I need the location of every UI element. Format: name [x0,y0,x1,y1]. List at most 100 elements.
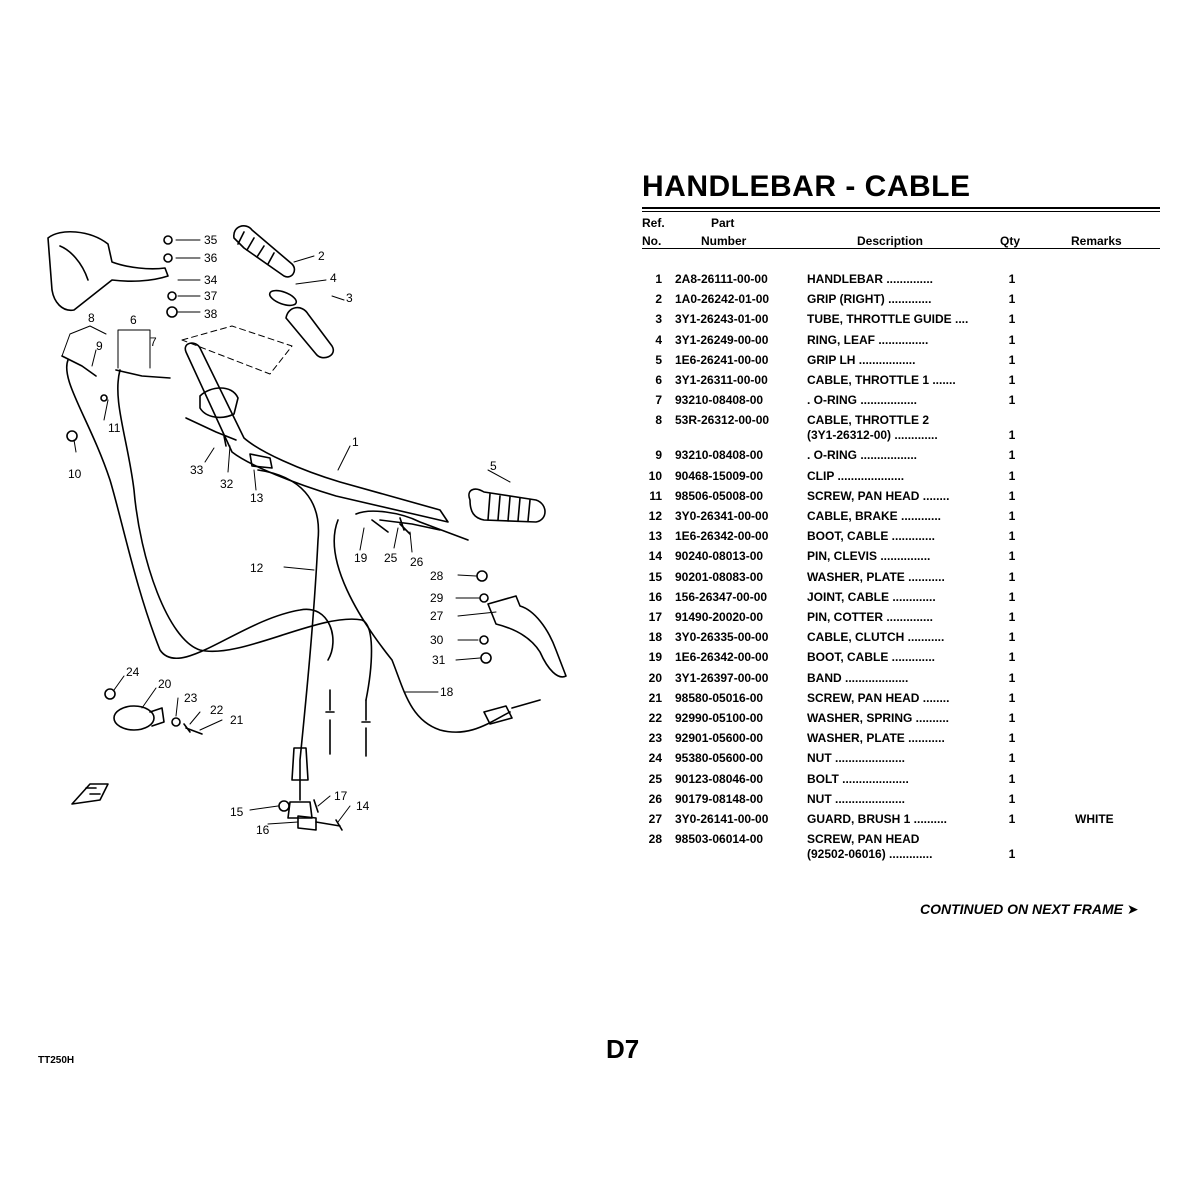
cell-part-number: 1E6-26241-00-00 [675,352,769,367]
callout-24: 24 [126,665,140,679]
continued-note: CONTINUED ON NEXT FRAME ➤ [920,901,1139,917]
cell-ref: 4 [655,332,662,347]
cell-description: BOLT .................... [807,771,909,786]
cell-part-number: 90468-15009-00 [675,468,764,483]
header-remarks: Remarks [1071,234,1122,248]
cell-qty: 1 [1008,630,1016,645]
fastener-37 [167,291,177,301]
page-code: D7 [606,1034,640,1064]
throttle-tube-shape [285,306,335,359]
cell-ref: 25 [648,771,662,786]
callout-2: 2 [318,249,325,263]
cell-part-number: 53R-26312-00-00 [675,413,770,428]
fastener-36 [163,253,173,263]
cell-qty: 1 [1008,670,1016,685]
callout-4: 4 [330,271,337,285]
callout-30: 30 [430,633,444,647]
joint-cable-shape [297,815,317,831]
cell-part-number: 1E6-26342-00-00 [675,650,769,665]
cell-description: CABLE, THROTTLE 2 [807,413,929,428]
callout-27: 27 [430,609,444,623]
callout-22: 22 [210,703,224,717]
cell-qty: 1 [1008,731,1016,746]
cell-qty: 1 [1008,393,1016,408]
cell-qty: 1 [1008,373,1016,387]
cell-ref: 21 [648,690,662,705]
cell-ref: 1 [655,272,662,286]
cell-qty: 1 [1008,690,1016,705]
leader-lines [61,239,511,825]
cell-ref: 20 [648,670,662,685]
cell-part-number: 3Y1-26249-00-00 [675,332,769,347]
grip-left-shape [468,488,546,523]
cell-description: PIN, CLEVIS ............... [807,549,931,564]
fastener-33-32 [185,417,237,447]
bolt-25-26-shape [379,517,441,531]
cell-qty: 1 [1008,488,1016,503]
leader-dashed [181,325,293,375]
cell-part-number: 156-26347-00-00 [675,589,768,604]
cell-part-number: 1E6-26342-00-00 [675,529,769,544]
cell-qty: 1 [1008,509,1016,523]
cell-description-cont: (92502-06016) ............. [807,847,933,862]
cell-part-number: 90123-08046-00 [675,771,764,786]
callout-13: 13 [250,491,264,505]
cell-qty: 1 [1008,751,1016,766]
cell-ref: 2 [655,292,662,307]
callout-16: 16 [256,823,270,837]
callout-29: 29 [430,591,444,605]
cable-band-tab [149,707,165,727]
cell-description: PIN, COTTER .............. [807,610,934,624]
callout-31: 31 [432,653,446,667]
cell-ref: 19 [648,650,662,665]
hand-guard-left-detail [59,245,89,281]
cell-ref: 26 [648,791,662,806]
cell-ref: 24 [648,751,662,766]
front-arrow-shape [71,783,109,805]
callout-33: 33 [190,463,204,477]
callout-19: 19 [354,551,368,565]
fastener-23 [171,717,181,727]
cell-part-number: 98506-05008-00 [675,488,764,503]
table-row: 13 1E6-26342-00-00 BOOT, CABLE ...........… [0,529,1200,549]
throttle-cable-ends [61,355,171,379]
cell-ref: 6 [655,373,662,387]
cell-description: . O-RING ................. [807,448,918,463]
cable-band-shape [113,705,155,731]
callout-7: 7 [150,335,157,349]
callout-37: 37 [204,289,218,303]
callout-17: 17 [334,789,348,803]
cell-ref: 18 [648,630,662,645]
cell-part-number: 90240-08013-00 [675,549,764,564]
cell-part-number: 91490-20020-00 [675,610,764,624]
callout-15: 15 [230,805,244,819]
cell-description: CABLE, BRAKE ............ [807,509,942,523]
cell-part-number: 98503-06014-00 [675,832,764,847]
callout-3: 3 [346,291,353,305]
cell-qty: 1 [1008,272,1016,286]
callout-labels: 35 36 34 37 38 2 4 3 8 9 6 7 11 10 1 33 … [68,233,497,837]
cell-ref: 5 [655,352,662,367]
cell-description: TUBE, THROTTLE GUIDE .... [807,312,969,327]
cell-ref: 13 [648,529,662,544]
cell-description: BOOT, CABLE ............. [807,529,936,544]
callout-14: 14 [356,799,370,813]
fastener-15 [278,800,290,812]
callout-11: 11 [108,421,121,435]
cell-ref: 10 [648,468,662,483]
cell-qty: 1 [1008,771,1016,786]
cell-qty: 1 [1008,650,1016,665]
cell-remarks: WHITE [1075,812,1114,826]
cable-lower-ends [325,689,371,757]
cell-ref: 3 [655,312,662,327]
